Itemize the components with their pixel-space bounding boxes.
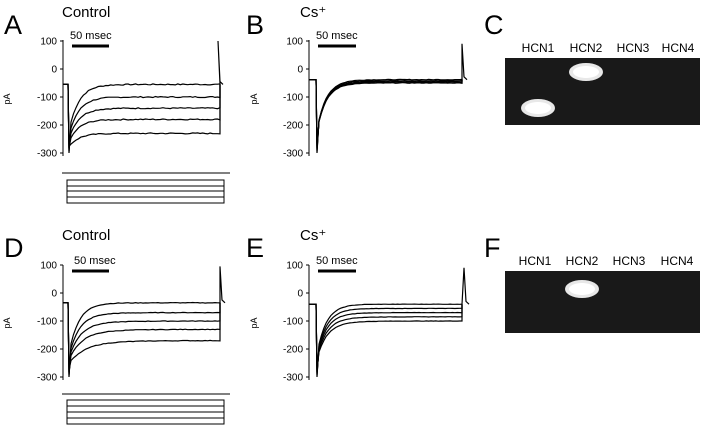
current-trace [63,302,221,371]
y-axis-label-e: pA [249,317,259,328]
y-tick-label: -200 [283,121,303,132]
y-tick-label: 100 [40,37,57,48]
panel-title-b: Cs⁺ [300,4,326,21]
gel-f [505,271,700,333]
gel-lanes-f: HCN1 HCN2 HCN3 HCN4 [519,254,694,298]
tail-current-spike [217,40,224,85]
panel-e: E Cs⁺ 100 0 -100 -200 -300 pA 50 msec [246,227,470,384]
current-trace [63,301,221,378]
panel-title-a: Control [62,4,110,21]
y-axis-label-a: pA [2,93,12,104]
y-tick-label: 0 [297,289,303,300]
gel-lane-label: HCN2 [566,254,599,268]
panel-label-a: A [4,10,22,40]
panel-title-e: Cs⁺ [300,227,326,244]
y-axis-label-b: pA [249,93,259,104]
panel-b: B Cs⁺ 100 0 -100 -200 -300 pA 50 msec [246,4,468,160]
gel-band-core [573,66,599,78]
gel-lane-label: HCN1 [519,254,552,268]
y-tick-label: -300 [37,373,57,384]
gel-band-core [569,283,595,295]
gel-lane-label: HCN3 [613,254,646,268]
gel-lanes-c: HCN1 HCN2 HCN3 HCN4 [521,41,695,117]
y-tick-label: -300 [37,149,57,160]
y-axis-label-d: pA [2,317,12,328]
panel-label-e: E [246,233,264,263]
panel-title-d: Control [62,227,110,244]
current-traces-a [63,40,224,154]
current-trace [309,303,463,373]
current-trace [63,83,221,148]
current-trace [309,303,463,378]
current-traces-b [309,43,468,154]
gel-lane-label: HCN1 [522,41,555,55]
current-trace [309,78,463,154]
current-trace [63,302,221,376]
time-scale-label-d: 50 msec [74,255,116,267]
y-tick-label: 0 [297,65,303,76]
current-trace [309,303,463,376]
y-tick-label: -200 [37,121,57,132]
y-ticks-e: 100 0 -100 -200 -300 [283,261,309,384]
panel-c: C HCN1 HCN2 HCN3 HCN4 [484,10,700,125]
current-trace [63,83,221,149]
time-scale-label-e: 50 msec [316,255,358,267]
current-trace [63,302,221,373]
y-tick-label: -100 [37,317,57,328]
gel-lane-label: HCN4 [661,254,694,268]
y-ticks-b: 100 0 -100 -200 -300 [283,37,309,160]
current-trace [309,79,463,147]
y-tick-label: -100 [37,93,57,104]
voltage-protocol-a [62,172,230,204]
current-trace [309,79,463,152]
gel-lane-label: HCN3 [617,41,650,55]
gel-lane-label: HCN2 [570,41,603,55]
tail-current-spike [461,267,470,305]
panel-d: D Control 100 0 -100 -200 -300 pA 50 msec [2,227,230,425]
gel-band-core [525,102,551,114]
voltage-protocol-d [62,393,230,425]
time-scale-label-b: 50 msec [316,30,358,42]
current-trace [63,302,221,374]
panel-label-f: F [484,233,501,263]
panel-label-b: B [246,10,264,40]
y-tick-label: 100 [286,37,303,48]
y-tick-label: -300 [283,149,303,160]
time-scale-label-a: 50 msec [70,30,112,42]
y-tick-label: 0 [51,289,57,300]
current-trace [309,303,463,374]
current-trace [309,79,463,150]
current-trace [63,83,221,152]
y-tick-label: -300 [283,373,303,384]
y-ticks-d: 100 0 -100 -200 -300 [37,261,63,384]
tail-current-spike [461,43,468,81]
current-traces-d [63,266,226,378]
panel-a: A Control 100 0 -100 -200 -300 pA 50 msec [2,4,230,204]
current-traces-e [309,267,470,378]
y-tick-label: -100 [283,93,303,104]
y-tick-label: 0 [51,65,57,76]
y-tick-label: 100 [40,261,57,272]
y-tick-label: -200 [37,345,57,356]
current-trace [309,303,463,371]
panel-label-c: C [484,10,504,40]
panel-label-d: D [4,233,24,263]
y-tick-label: -100 [283,317,303,328]
y-tick-label: 100 [286,261,303,272]
current-trace [63,83,221,150]
current-trace [63,83,221,154]
panel-f: F HCN1 HCN2 HCN3 HCN4 [484,233,700,333]
y-tick-label: -200 [283,345,303,356]
y-ticks-a: 100 0 -100 -200 -300 [37,37,63,160]
tail-current-spike [219,266,226,304]
gel-lane-label: HCN4 [662,41,695,55]
